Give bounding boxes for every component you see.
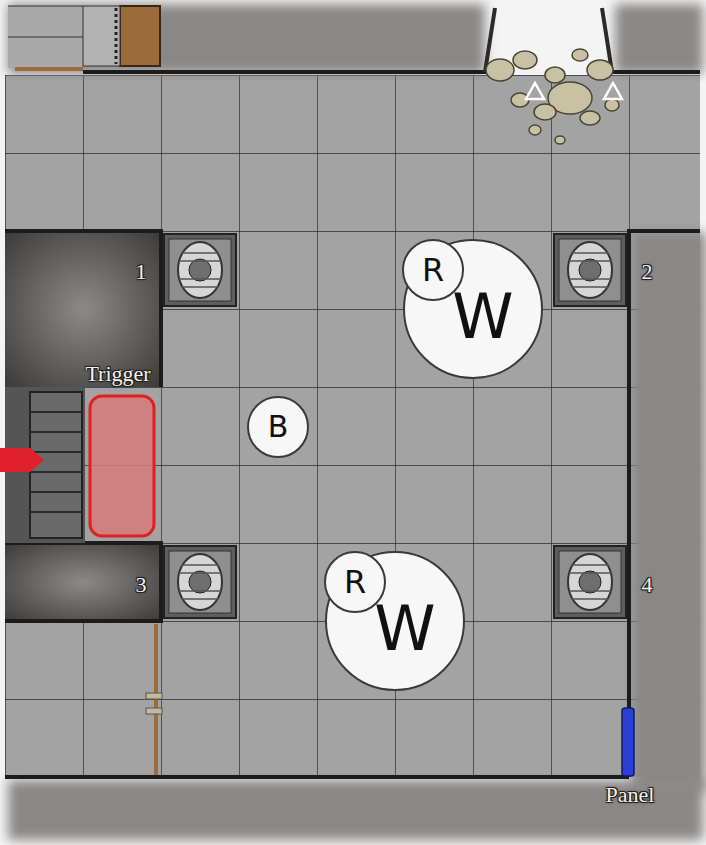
door <box>146 624 162 777</box>
trigger-zone <box>90 396 154 536</box>
creature-token: B <box>247 396 309 458</box>
token-letter: W <box>452 286 513 348</box>
creature-token: R <box>402 239 464 301</box>
statue-number: 3 <box>136 574 147 596</box>
creature-token: R <box>324 551 386 613</box>
statue-number: 2 <box>642 261 653 283</box>
statue-number: 4 <box>642 574 653 596</box>
trigger-label: Trigger <box>85 363 150 385</box>
token-letter: B <box>268 412 289 442</box>
left-wall <box>5 231 161 621</box>
statue <box>164 234 236 306</box>
panel-switch <box>622 708 634 776</box>
token-letter: R <box>422 254 444 286</box>
statue <box>164 546 236 618</box>
entry-arrow <box>0 448 44 472</box>
right-wall <box>629 231 706 792</box>
bottom-wall <box>5 777 703 840</box>
statue-number: 1 <box>136 261 147 283</box>
token-letter: W <box>374 598 435 660</box>
hazard-triangle <box>526 83 622 99</box>
panel-label: Panel <box>606 784 655 806</box>
stairs <box>0 387 85 543</box>
token-letter: R <box>344 566 366 598</box>
statue <box>554 546 626 618</box>
floor-grid <box>5 75 700 777</box>
rubble <box>486 49 619 144</box>
statue <box>554 234 626 306</box>
